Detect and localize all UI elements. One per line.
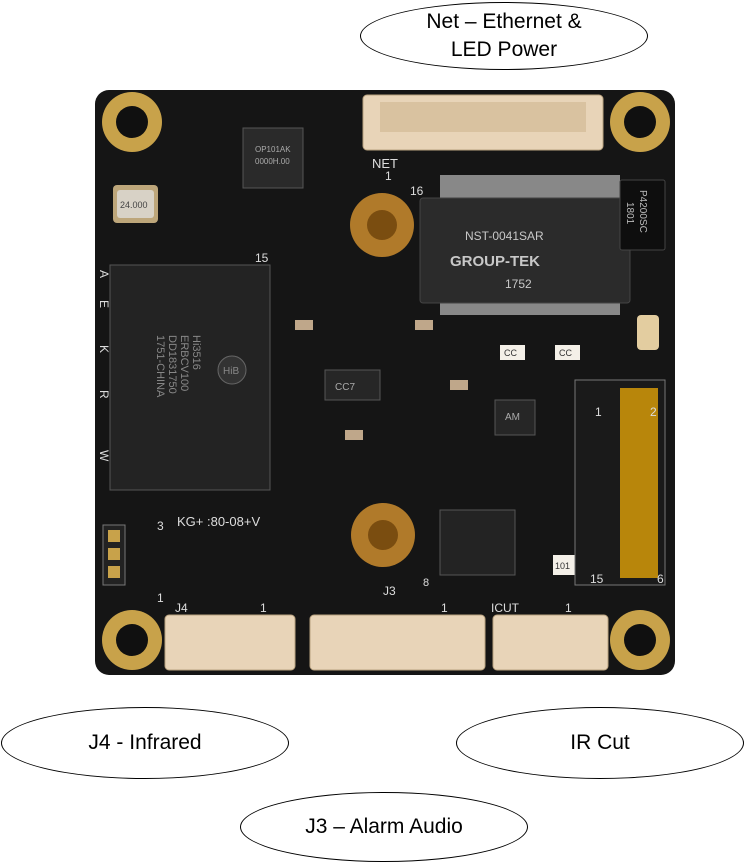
silk-letter-a: A [97,270,111,278]
soic-chip [439,509,516,576]
silk-letter-k: K [97,345,111,353]
callout-net-ethernet-led-power: Net – Ethernet & LED Power [360,2,648,70]
soc-chip [109,264,271,491]
soc-logo: HiB [223,366,239,377]
j3-connector [309,614,486,671]
soc-line4: 1751-CHINA [154,335,166,398]
cc1-label: CC [504,348,517,358]
silk-icut: ICUT [491,601,520,615]
qfn-line2: 0000H.00 [255,157,290,166]
ribbon-connector [574,379,666,586]
mos-label: AM [505,412,520,423]
crystal [113,185,158,223]
fuse [619,179,666,251]
resistor-label: 101 [555,561,570,571]
silk-pin1-j3: 1 [441,601,448,615]
silk-pin6-right: 6 [657,572,664,586]
callout-j4-infrared: J4 - Infrared [1,707,289,779]
callout-net-line2: LED Power [450,38,558,61]
center-pads [350,193,415,567]
j4-connector [164,614,296,671]
fuse-line1: P4200SC [637,190,648,233]
silk-pin16: 16 [410,184,424,198]
passive-components [295,315,659,575]
silk-pin15-soc: 15 [255,251,269,265]
callout-ir-cut: IR Cut [456,707,744,779]
ethernet-transformer [419,175,631,315]
transformer-line1: NST-0041SAR [465,229,544,243]
silk-pin1-icut: 1 [565,601,572,615]
camera-board-photo: NET 1 16 NST-0041SAR GROUP-TEK 1752 P420… [95,90,675,675]
cap-label: CC7 [335,382,355,393]
silk-pin15-right: 15 [590,572,604,586]
silk-j4: J4 [175,601,188,615]
silk-pin2-right: 2 [650,405,657,419]
silk-pin1-left: 1 [157,591,164,605]
qfn-chip [242,127,304,189]
silk-letter-r: R [97,390,111,399]
icut-connector [492,614,609,671]
silk-pin3: 3 [157,519,164,533]
crystal-label: 24.000 [120,200,148,210]
left-header [102,524,126,586]
callout-net-line1: Net – Ethernet & [426,9,582,33]
silk-letter-e: E [97,300,111,308]
silk-net: NET [372,156,398,171]
callout-ircut-label: IR Cut [570,730,630,754]
silk-kg: KG+ :80-08+V [177,514,260,529]
callout-j3-label: J3 – Alarm Audio [305,814,463,838]
transformer-line2: GROUP-TEK [450,253,540,270]
soc-line1: Hi3516 [190,335,202,370]
silk-pin1-right: 1 [595,405,602,419]
silk-pin1-net: 1 [385,169,392,183]
qfn-line1: OP101AK [255,145,291,154]
callout-j4-label: J4 - Infrared [88,730,202,754]
soc-line2: ERBCV100 [178,335,190,391]
fuse-line2: 1801 [624,202,635,225]
mounting-holes [102,92,670,670]
cc2-label: CC [559,348,572,358]
soc-line3: DD1831750 [166,335,178,394]
silk-pin1-j4: 1 [260,601,267,615]
silk-j3: J3 [383,584,396,598]
transformer-line3: 1752 [505,277,532,291]
callout-j3-alarm-audio: J3 – Alarm Audio [240,792,528,862]
silk-pin8: 8 [423,577,429,589]
silk-letter-w: W [97,450,111,462]
net-connector [362,94,604,151]
